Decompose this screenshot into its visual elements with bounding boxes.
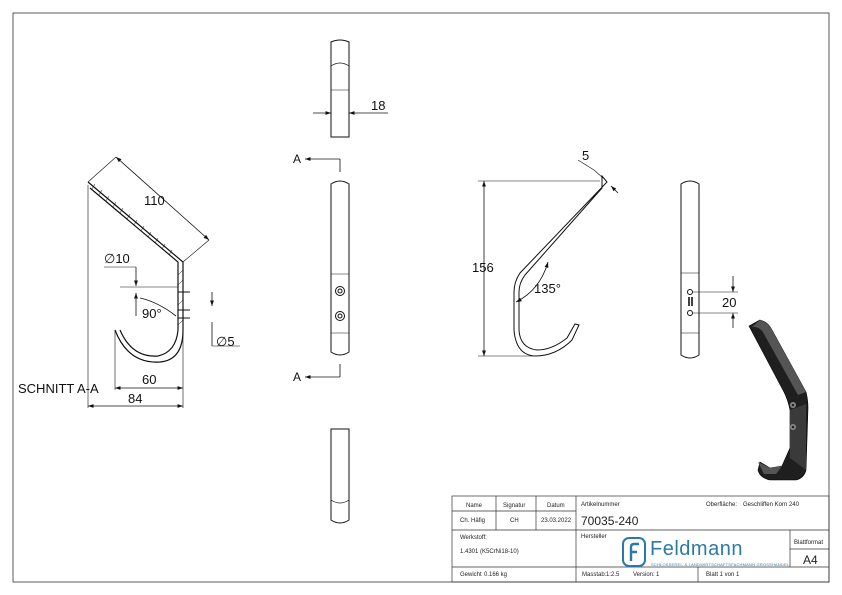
hdr-date: Datum: [547, 503, 565, 509]
article-value: 70035-240: [581, 514, 639, 528]
hdr-name: Name: [466, 503, 483, 509]
hook-render: [748, 319, 809, 481]
right-view: [680, 180, 738, 359]
dim-156: 156: [472, 260, 494, 275]
format-value: A4: [803, 553, 818, 567]
logo-text: Feldmann: [650, 538, 743, 560]
weight-value: 0.166 kg: [484, 572, 508, 578]
dim-angle-90: 90°: [142, 306, 162, 321]
version-value: 1: [656, 572, 660, 578]
version-label: Version:: [633, 572, 655, 578]
section-view: [87, 156, 240, 408]
dim-diameter-5: ∅5: [216, 334, 235, 349]
dim-20: 20: [722, 295, 736, 310]
surface-value: Geschliffen Korn 240: [743, 502, 799, 508]
article-label: Artikelnummer: [581, 502, 620, 508]
hdr-signature: Signatur: [503, 503, 526, 509]
dim-angle-135: 135°: [534, 281, 561, 296]
side-view: [478, 159, 619, 357]
section-marker-top: A: [293, 152, 301, 166]
format-label: Blattformat: [794, 540, 824, 546]
manufacturer-label: Hersteller: [581, 534, 607, 540]
section-label: SCHNITT A-A: [18, 381, 99, 396]
bottom-view: [330, 428, 350, 524]
material-value: 1.4301 (K5CrNi18-10): [460, 549, 519, 555]
scale-value: 1:2.5: [606, 572, 620, 578]
dim-84: 84: [128, 391, 142, 406]
sheet-frame: [12, 12, 830, 583]
surface-label: Oberfläche:: [706, 502, 738, 508]
section-marker-bottom: A: [293, 370, 301, 384]
name-value: Ch. Häfig: [460, 518, 486, 524]
weight-label: Gewicht: [460, 572, 482, 578]
title-block-grid: [451, 495, 830, 583]
signature-value: CH: [510, 518, 519, 524]
dim-60: 60: [142, 372, 156, 387]
feldmann-logo: Feldmann SCHLOSSEREI- & LANDWIRTSCHAFTSF…: [622, 537, 789, 569]
date-value: 23.03.2022: [541, 518, 572, 524]
dim-diameter-10: ∅10: [104, 251, 130, 266]
logo-tagline: SCHLOSSEREI- & LANDWIRTSCHAFTSFACHMANN G…: [651, 562, 790, 567]
top-view: [313, 39, 388, 138]
dim-5-top: 5: [582, 148, 589, 163]
front-view: [305, 157, 350, 379]
sheet-label: Blatt 1 von 1: [706, 572, 740, 578]
dim-18: 18: [371, 98, 385, 113]
material-label: Werkstoff:: [460, 535, 487, 541]
feldmann-logo-icon: [622, 537, 646, 567]
dim-110: 110: [144, 193, 165, 208]
scale-label: Masstab:: [582, 572, 607, 578]
